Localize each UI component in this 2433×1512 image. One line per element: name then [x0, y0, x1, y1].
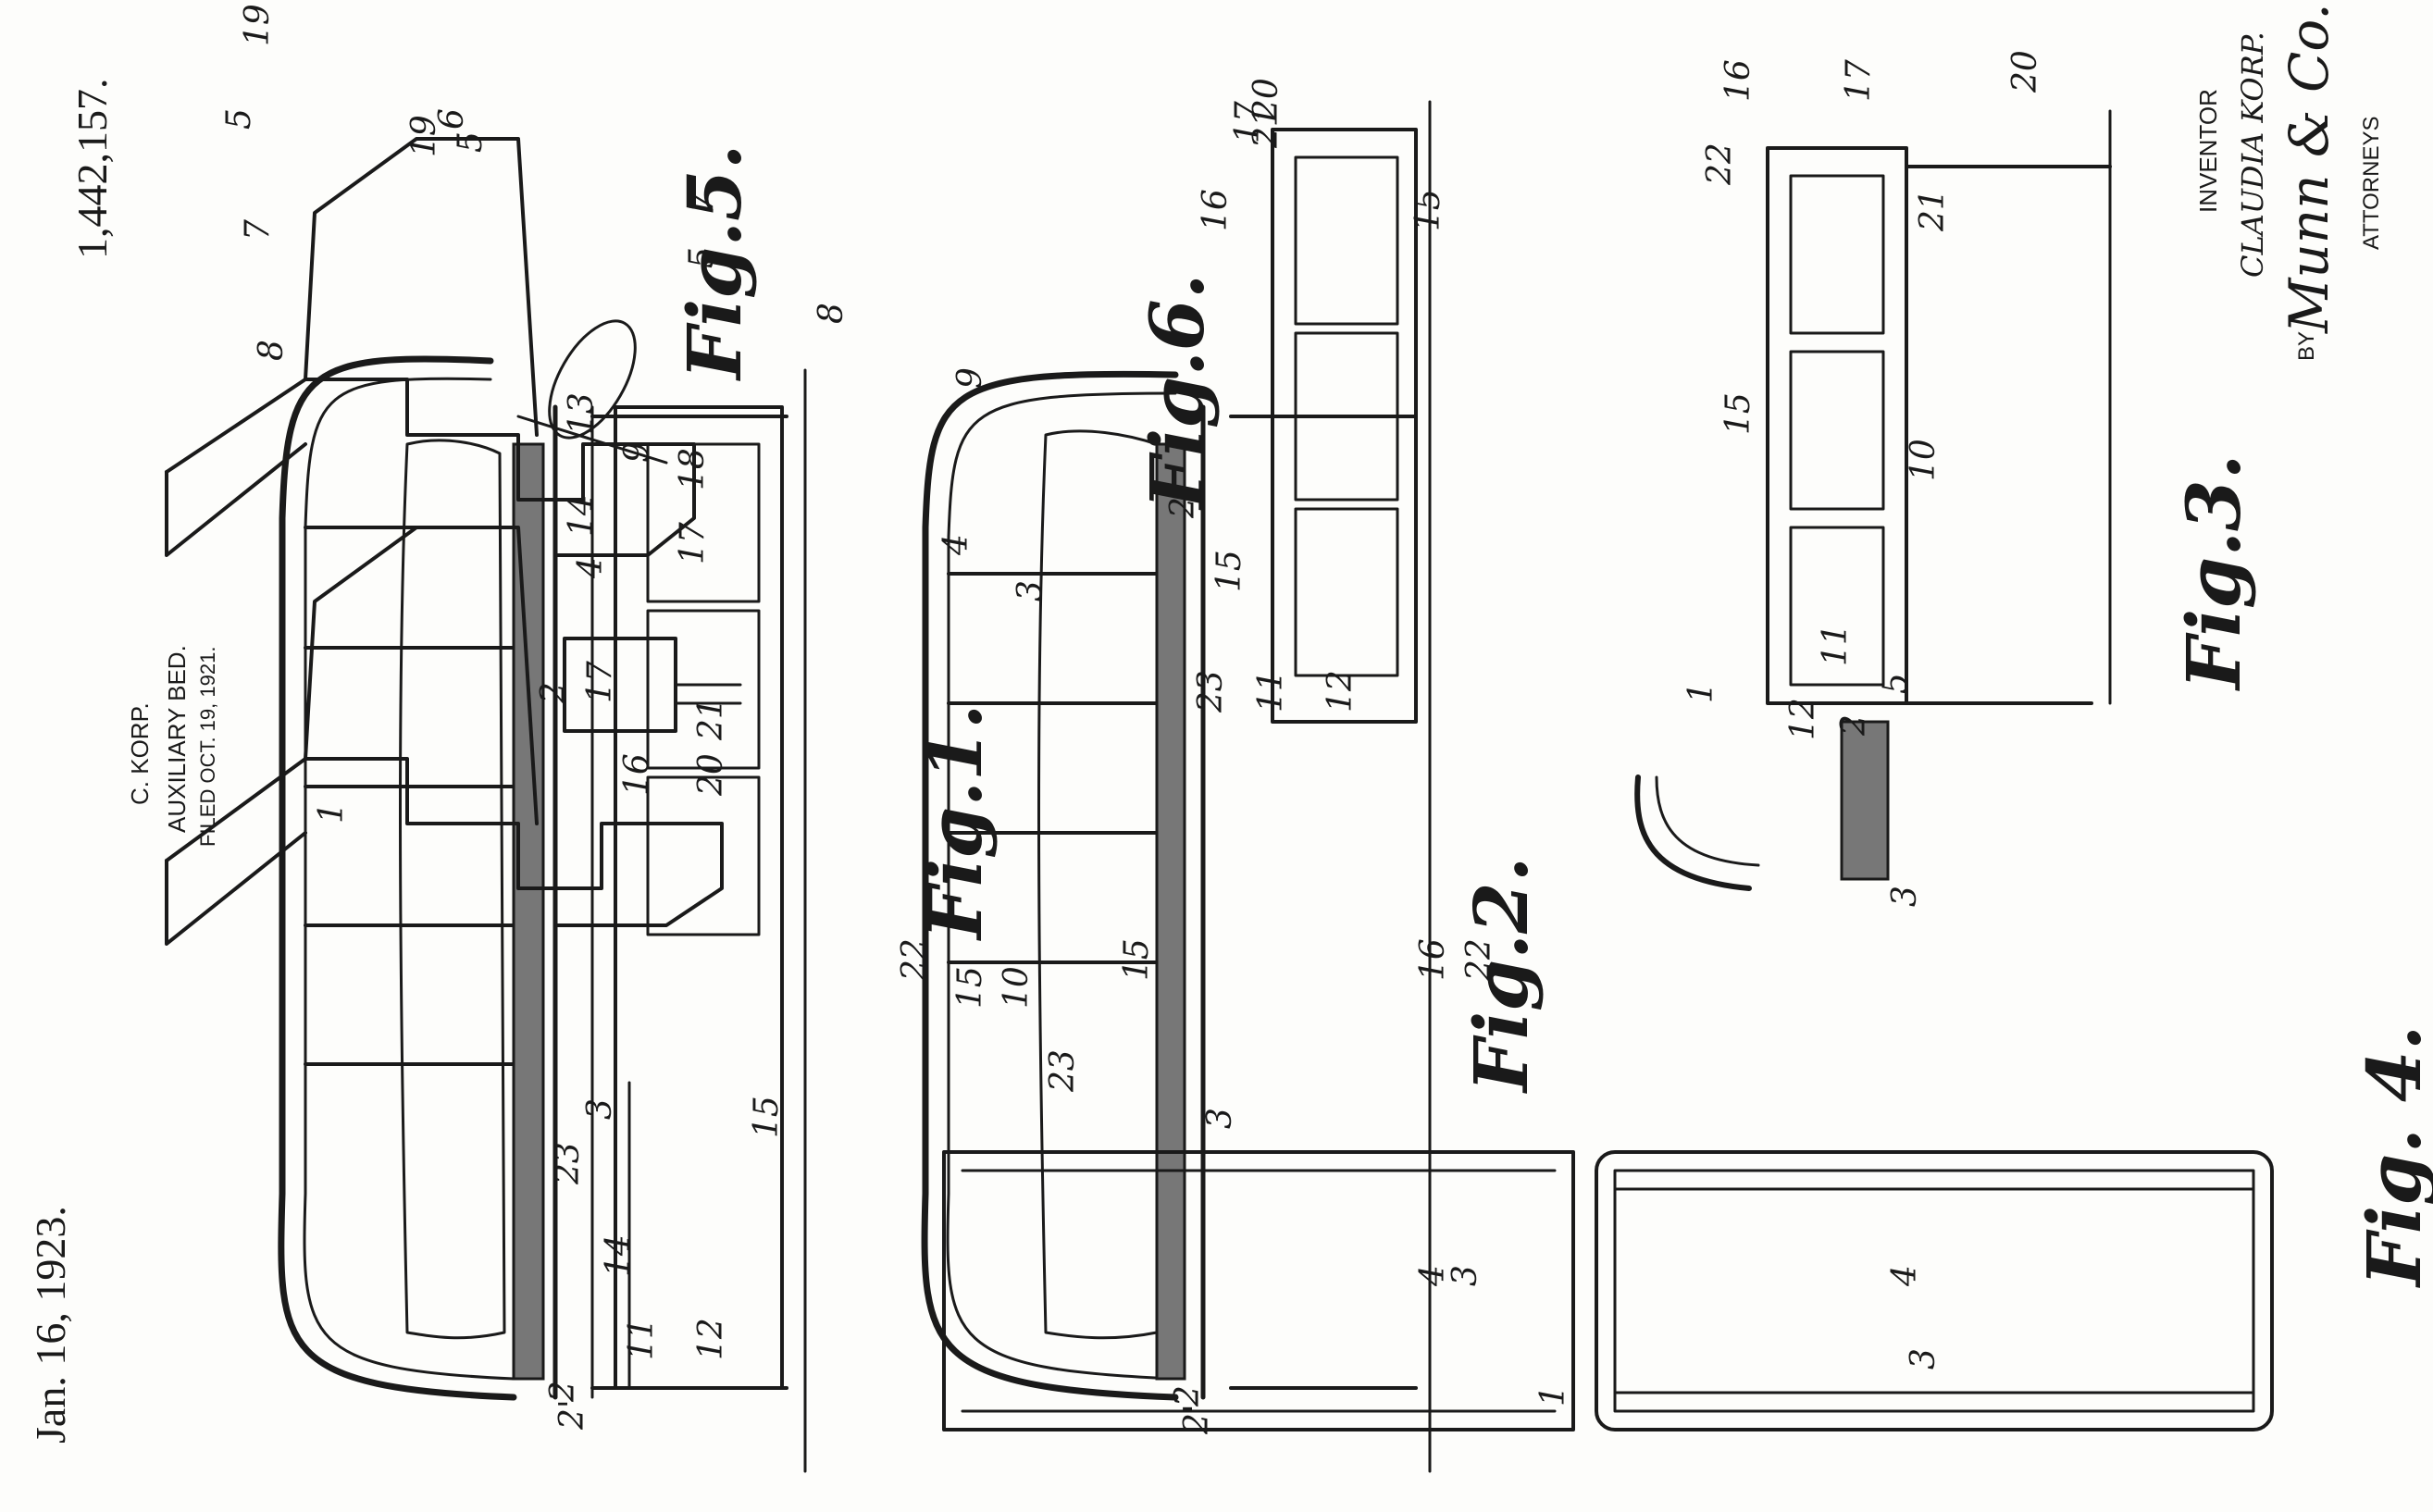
ref-numeral: 3: [1905, 1348, 1943, 1369]
ref-numeral: 20: [692, 753, 730, 797]
ref-numeral: 1: [313, 802, 351, 824]
ref-numeral: 2': [1178, 1404, 1216, 1435]
ref-numeral: 3: [1446, 1265, 1484, 1286]
ref-numeral: 4: [1414, 1265, 1452, 1287]
ref-numeral: 9: [951, 367, 989, 389]
ref-numeral: 8: [813, 303, 850, 324]
ref-numeral: 2: [544, 1381, 582, 1403]
ref-numeral: 17: [581, 661, 619, 703]
inventor-header: C. KORP.: [126, 702, 154, 805]
patent-date: Jan. 16, 1923.: [27, 1206, 74, 1444]
fig1-caption: Fig.1.: [912, 704, 999, 942]
ref-numeral: 20: [1248, 78, 1285, 121]
filing-date: FILED OCT. 19, 1921.: [196, 647, 219, 847]
ref-numeral: 15: [1409, 189, 1447, 231]
ref-numeral: 11: [1817, 624, 1855, 666]
ref-numeral: 1: [1682, 682, 1720, 703]
ref-numeral: 5: [220, 108, 258, 130]
ref-numeral: 11: [623, 1318, 661, 1360]
ref-numeral: 16: [1719, 59, 1757, 102]
ref-numeral: 14: [563, 494, 601, 537]
ref-numeral: 16: [1197, 189, 1235, 231]
ref-numeral: 10: [1905, 439, 1943, 481]
ref-numeral: 19: [405, 115, 443, 157]
ref-numeral: 15: [1210, 550, 1248, 592]
ref-numeral: 3: [1012, 580, 1049, 601]
inventor-label: INVENTOR: [2194, 89, 2222, 213]
ref-numeral: 15: [748, 1096, 786, 1138]
fig3-caption: Fig.3.: [2170, 454, 2257, 692]
ref-numeral: 6: [433, 108, 471, 130]
ref-numeral: 10: [998, 966, 1036, 1009]
ref-numeral: 21: [692, 698, 730, 741]
ref-numeral: 17: [1840, 59, 1878, 102]
ref-numeral: 8: [253, 340, 291, 361]
ref-numeral: 12: [692, 1318, 730, 1360]
ref-numeral: 21: [1248, 105, 1285, 149]
fig4-caption: Fig. 4.: [2351, 1025, 2433, 1288]
ref-numeral: 11: [1252, 670, 1290, 713]
figure-1: [278, 355, 807, 1473]
ref-numeral: 13: [563, 392, 601, 435]
ref-numeral: 21: [1914, 189, 1952, 232]
ref-numeral: 19: [239, 4, 277, 46]
ref-numeral: 16: [1414, 938, 1452, 981]
ref-numeral: 15: [1719, 392, 1757, 435]
ref-numeral: 9: [618, 441, 656, 463]
ref-numeral: 2: [1164, 497, 1202, 519]
ref-numeral: 14: [600, 1234, 638, 1277]
ref-numeral: 5: [683, 247, 721, 268]
ref-numeral: 5: [1877, 673, 1915, 694]
ref-numeral: 2: [535, 682, 573, 704]
fig5-caption: Fig.5.: [671, 144, 758, 382]
ref-numeral: 7: [683, 192, 721, 213]
figure-2: [921, 100, 1432, 1473]
ref-numeral: 3: [581, 1098, 619, 1120]
ref-numeral: 1: [1534, 1385, 1572, 1407]
ref-numeral: 23: [549, 1142, 587, 1185]
ref-numeral: 15: [1118, 938, 1156, 981]
ref-numeral: 5: [452, 131, 490, 153]
ref-numeral: 17: [674, 522, 712, 564]
attorneys-label: ATTORNEYS: [2359, 117, 2384, 250]
ref-numeral: 22: [1701, 143, 1739, 186]
attorney-signature: Munn & Co.: [2278, 3, 2340, 334]
by-label: BY: [2294, 331, 2319, 361]
ref-numeral: 22: [896, 938, 934, 982]
patent-number: 1,442,157.: [68, 79, 116, 260]
ref-numeral: 2: [1169, 1385, 1207, 1407]
ref-numeral: 22: [1460, 938, 1498, 982]
ref-numeral: 3: [1886, 886, 1924, 907]
ref-numeral: 7: [239, 219, 277, 241]
figure-4: [942, 1150, 2274, 1431]
ref-numeral: 3: [1201, 1108, 1239, 1129]
inventor-name: CLAUDIA KORP.: [2235, 31, 2270, 278]
ref-numeral: 12: [1322, 670, 1359, 713]
fig2-caption: Fig.2.: [1458, 857, 1545, 1095]
ref-numeral: 4: [937, 534, 975, 556]
ref-numeral: 4: [1886, 1265, 1924, 1287]
ref-numeral: 23: [1044, 1049, 1082, 1093]
figure-5: [165, 137, 696, 557]
ref-numeral: 17: [1229, 101, 1267, 143]
ref-numeral: 2: [1835, 714, 1873, 737]
ref-numeral: 12: [1784, 698, 1822, 740]
ref-numeral: 18: [674, 448, 712, 490]
ref-numeral: 20: [2006, 50, 2044, 93]
ref-numeral: 16: [618, 753, 656, 796]
figure-6: [165, 526, 742, 946]
ref-numeral: 4: [572, 557, 610, 579]
invention-title: AUXILIARY BED.: [163, 645, 191, 833]
fig6-caption: Fig.6.: [1134, 274, 1221, 512]
ref-numeral: 15: [951, 966, 989, 1009]
ref-numeral: 23: [1192, 670, 1230, 713]
ref-numeral: 2': [553, 1399, 591, 1431]
figure-3: [1634, 109, 2112, 891]
